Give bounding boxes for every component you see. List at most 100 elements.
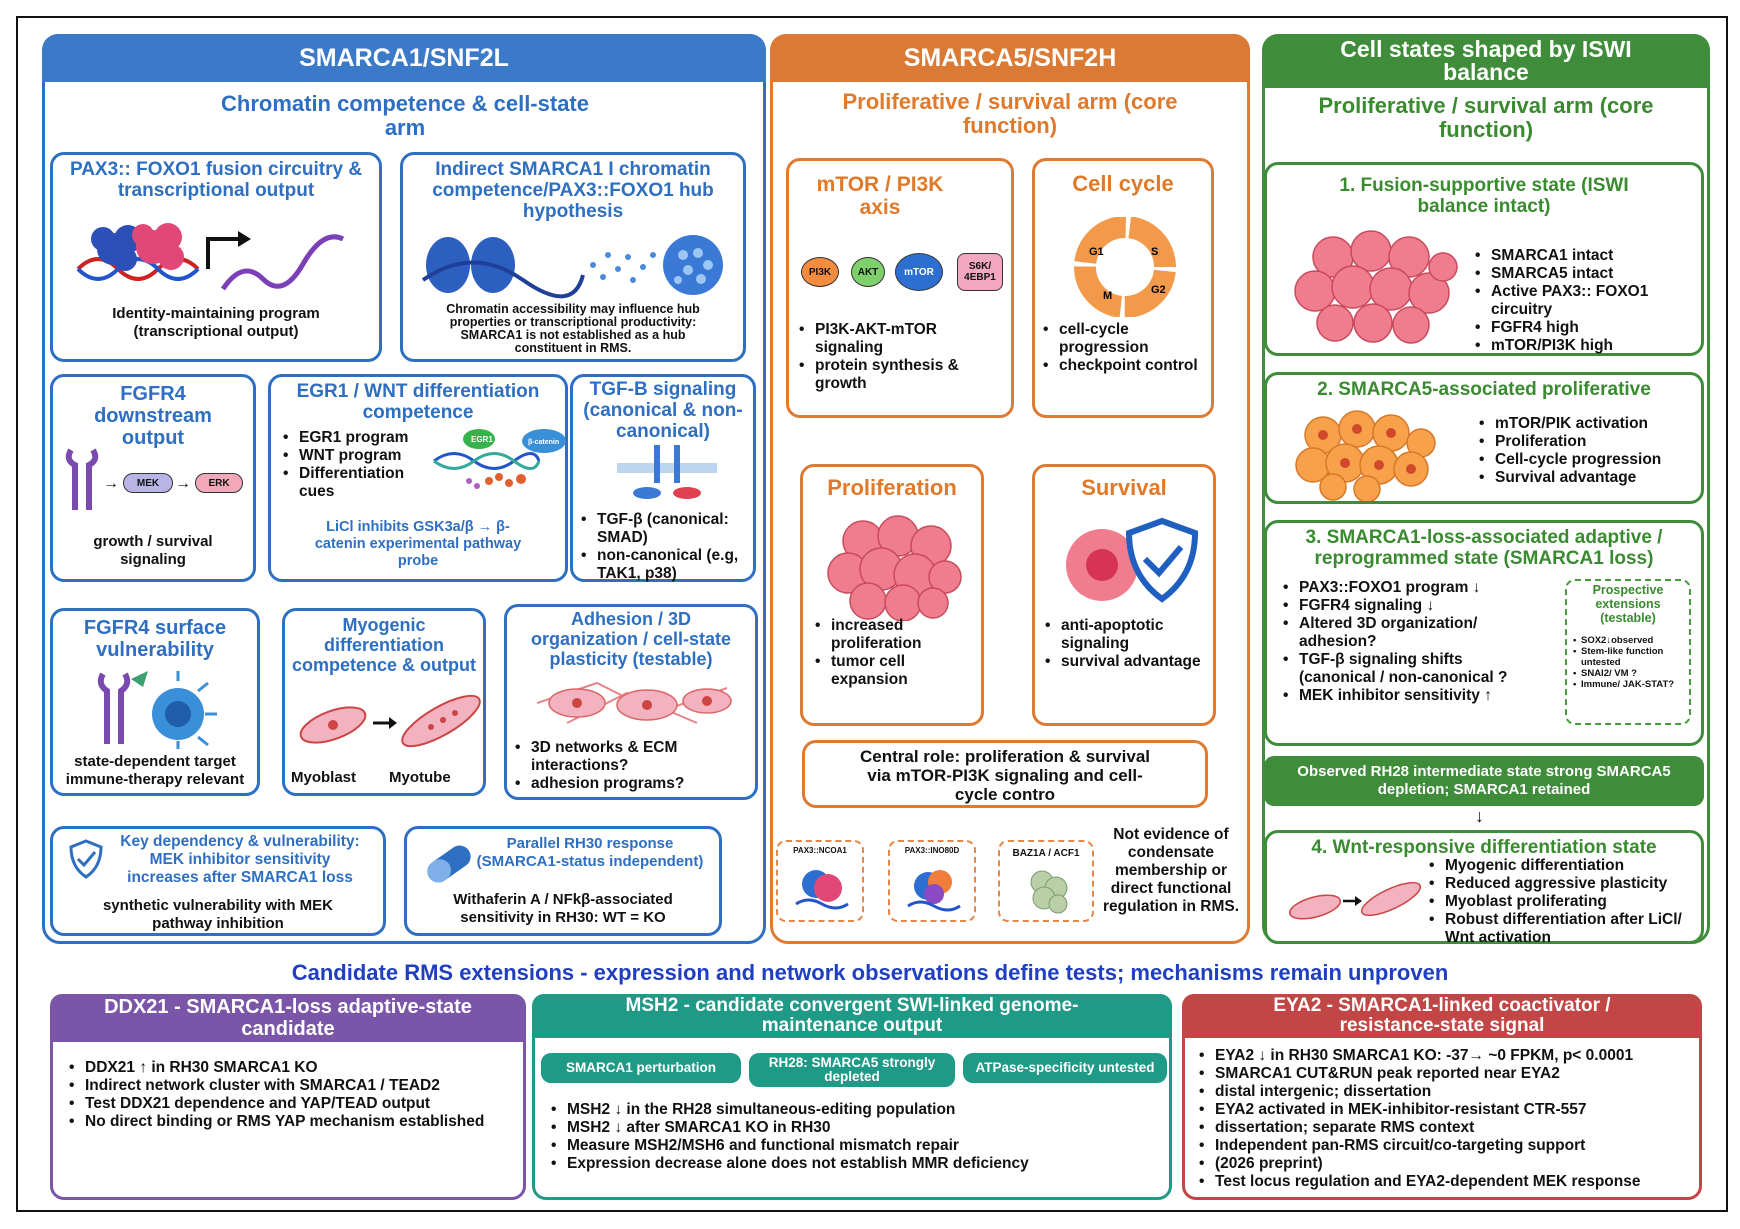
s6k-node: S6K/ 4EBP1: [957, 253, 1003, 291]
state-2-box: 2. SMARCA5-associated proliferative mTOR…: [1264, 372, 1704, 504]
akt-node: AKT: [851, 257, 885, 287]
cell-cycle-title: Cell cycle: [1072, 171, 1174, 196]
list-item: Robust differentiation after LiCl/ Wnt a…: [1427, 911, 1703, 947]
list-item: Expression decrease alone does not estab…: [549, 1155, 1169, 1173]
msh2-box: MSH2 - candidate convergent SWI-linked g…: [532, 994, 1172, 1200]
list-item: Myoblast proliferating: [1427, 893, 1703, 911]
survival-box: Survival anti-apoptotic signaling surviv…: [1032, 464, 1216, 726]
state-3-list: PAX3::FOXO1 program ↓ FGFR4 signaling ↓ …: [1281, 579, 1531, 705]
list-item: anti-apoptotic signaling: [1043, 617, 1217, 653]
list-item: Active PAX3:: FOXO1 circuitry: [1473, 283, 1703, 319]
fusion-cell-cluster-illustration: [1294, 230, 1458, 344]
list-item: EYA2 ↓ in RH30 SMARCA1 KO: -37→ ~0 FPKM,…: [1197, 1047, 1697, 1065]
list-item: MSH2 ↓ in the RH28 simultaneous-editing …: [549, 1101, 1169, 1119]
capsule-icon: [427, 845, 471, 883]
list-item: Stem-like function untested: [1571, 646, 1691, 668]
list-item: PAX3::FOXO1 program ↓: [1281, 579, 1531, 597]
list-item: Immune/ JAK-STAT?: [1571, 679, 1691, 690]
proliferation-list: increased proliferation tumor cell expan…: [813, 617, 983, 689]
list-item: cell-cycle progression: [1041, 321, 1211, 357]
list-item: checkpoint control: [1041, 357, 1211, 375]
list-item: mTOR/PIK activation: [1477, 415, 1703, 433]
state-2-title: 2. SMARCA5-associated proliferative: [1317, 379, 1651, 400]
parallel-rh30-box: Parallel RH30 response(SMARCA1-status in…: [404, 826, 722, 936]
list-item: SMARCA1 intact: [1473, 247, 1703, 265]
list-item: SOX2↓observed: [1571, 635, 1691, 646]
list-item: FGFR4 signaling ↓: [1281, 597, 1531, 615]
egr1-dna-illustration: EGR1 β-catenin: [433, 429, 566, 489]
list-item: non-canonical (e.g, TAK1, p38): [579, 547, 755, 583]
list-item: increased proliferation: [813, 617, 983, 653]
cell-cluster-illustration: [827, 515, 962, 621]
pi3k-node: PI3K: [801, 257, 839, 287]
key-dependency-title: Key dependency & vulnerability:MEK inhib…: [120, 833, 360, 886]
complex-pax3-ino80d: PAX3::INO80D: [888, 840, 976, 922]
pax3-caption: Identity-maintaining program(transcripti…: [112, 305, 320, 340]
survival-list: anti-apoptotic signaling survival advant…: [1043, 617, 1217, 671]
down-arrow-icon: ↓: [1475, 806, 1484, 826]
msh2-title: MSH2 - candidate convergent SWI-linked g…: [532, 994, 1172, 1038]
list-item: EGR1 program: [281, 429, 431, 447]
list-item: WNT program: [281, 447, 431, 465]
list-item: survival advantage: [1043, 653, 1217, 671]
adhesion-list: 3D networks & ECM interactions? adhesion…: [513, 739, 757, 793]
eya2-box: EYA2 - SMARCA1-linked coactivator /resis…: [1182, 994, 1702, 1200]
list-item: EYA2 activated in MEK-inhibitor-resistan…: [1197, 1101, 1697, 1119]
state-1-list: SMARCA1 intact SMARCA5 intact Active PAX…: [1473, 247, 1703, 355]
pill-rh28-smarca5: RH28: SMARCA5 strongly depleted: [749, 1053, 955, 1087]
state-3-title: 3. SMARCA1-loss-associated adaptive /rep…: [1305, 527, 1663, 569]
smarca1-column: SMARCA1/SNF2L: [42, 34, 766, 944]
list-item: TGF-β (canonical: SMAD): [579, 511, 755, 547]
myoblast-label: Myoblast: [291, 769, 357, 786]
shield-icon: [69, 839, 103, 879]
car-t-illustration: [97, 671, 217, 749]
parallel-title: Parallel RH30 response(SMARCA1-status in…: [476, 835, 704, 870]
list-item: Independent pan-RMS circuit/co-targeting…: [1197, 1137, 1697, 1155]
cell-cycle-box: Cell cycle G1 S G2 M cell-cycle progress…: [1032, 158, 1214, 418]
list-item: Measure MSH2/MSH6 and functional mismatc…: [549, 1137, 1169, 1155]
prospective-list: SOX2↓observed Stem-like function unteste…: [1571, 635, 1691, 690]
list-item: Indirect network cluster with SMARCA1 / …: [67, 1077, 517, 1095]
list-item: MEK inhibitor sensitivity ↑: [1281, 687, 1531, 705]
mtor-list: PI3K-AKT-mTOR signaling protein synthesi…: [797, 321, 1009, 393]
arrow-icon: →: [103, 475, 119, 492]
bcatenin-label: β-catenin: [528, 439, 559, 446]
phase-m: M: [1103, 290, 1112, 302]
state-2-list: mTOR/PIK activation Proliferation Cell-c…: [1477, 415, 1703, 487]
list-item: Proliferation: [1477, 433, 1703, 451]
licl-note: LiCl inhibits GSK3a/β → β-catenin experi…: [314, 519, 522, 569]
phase-s: S: [1151, 246, 1158, 258]
proliferation-box: Proliferation increased proliferation tu…: [800, 464, 984, 726]
list-item: SMARCA5 intact: [1473, 265, 1703, 283]
mtor-node: mTOR: [895, 253, 943, 291]
tgfb-box-title: TGF-B signaling(canonical & non-canonica…: [583, 379, 743, 442]
survival-title: Survival: [1081, 475, 1167, 500]
state-4-title: 4. Wnt-responsive differentiation state: [1311, 837, 1657, 858]
pax3-box-title: PAX3:: FOXO1 fusion circuitry &transcrip…: [69, 159, 363, 201]
erk-node: ERK: [195, 473, 243, 493]
list-item: tumor cell expansion: [813, 653, 983, 689]
list-item: SNAI2/ VM ?: [1571, 668, 1691, 679]
phase-g2: G2: [1151, 284, 1166, 296]
list-item: Test DDX21 dependence and YAP/TEAD outpu…: [67, 1095, 517, 1113]
proliferation-title: Proliferation: [827, 475, 957, 500]
list-item: Myogenic differentiation: [1427, 857, 1703, 875]
myoblast-myotube-illustration: [299, 694, 481, 748]
complex-pax3-ncoa1: PAX3::NCOA1: [776, 840, 864, 922]
chromatin-condensate-illustration: [421, 235, 723, 299]
